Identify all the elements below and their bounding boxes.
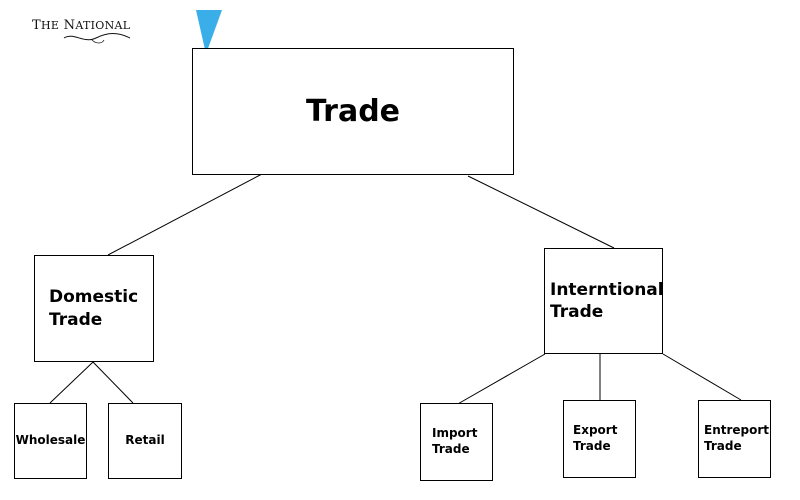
node-international-trade-label: Interntional Trade <box>550 279 664 322</box>
node-domestic-trade: Domestic Trade <box>34 255 154 362</box>
logo-triangle-icon <box>196 10 222 54</box>
node-trade: Trade <box>192 48 514 175</box>
logo-text: THE NATIONAL <box>32 18 131 33</box>
node-retail: Retail <box>108 403 182 479</box>
node-entreport-trade: Entreport Trade <box>698 400 771 478</box>
connector-domestic-retail <box>92 361 134 404</box>
node-trade-label: Trade <box>305 94 401 129</box>
node-export-trade: Export Trade <box>563 400 636 478</box>
connector-trade-international <box>467 175 615 249</box>
node-international-trade: Interntional Trade <box>544 248 664 354</box>
node-wholesale: Wholesale <box>14 403 87 479</box>
node-wholesale-label: Wholesale <box>15 433 86 448</box>
connector-domestic-wholesale <box>49 361 94 404</box>
connector-international-import <box>455 353 546 406</box>
connector-international-entreport <box>662 353 742 401</box>
node-import-trade: Import Trade <box>420 403 493 481</box>
logo-swirl-icon <box>63 33 131 44</box>
node-export-trade-label: Export Trade <box>573 423 618 453</box>
node-entreport-trade-label: Entreport Trade <box>704 423 770 453</box>
the-national-logo: THE NATIONAL <box>32 10 222 54</box>
node-retail-label: Retail <box>125 433 165 448</box>
node-domestic-trade-label: Domestic Trade <box>49 287 139 330</box>
connector-trade-domestic <box>107 173 263 256</box>
node-import-trade-label: Import Trade <box>432 426 478 456</box>
